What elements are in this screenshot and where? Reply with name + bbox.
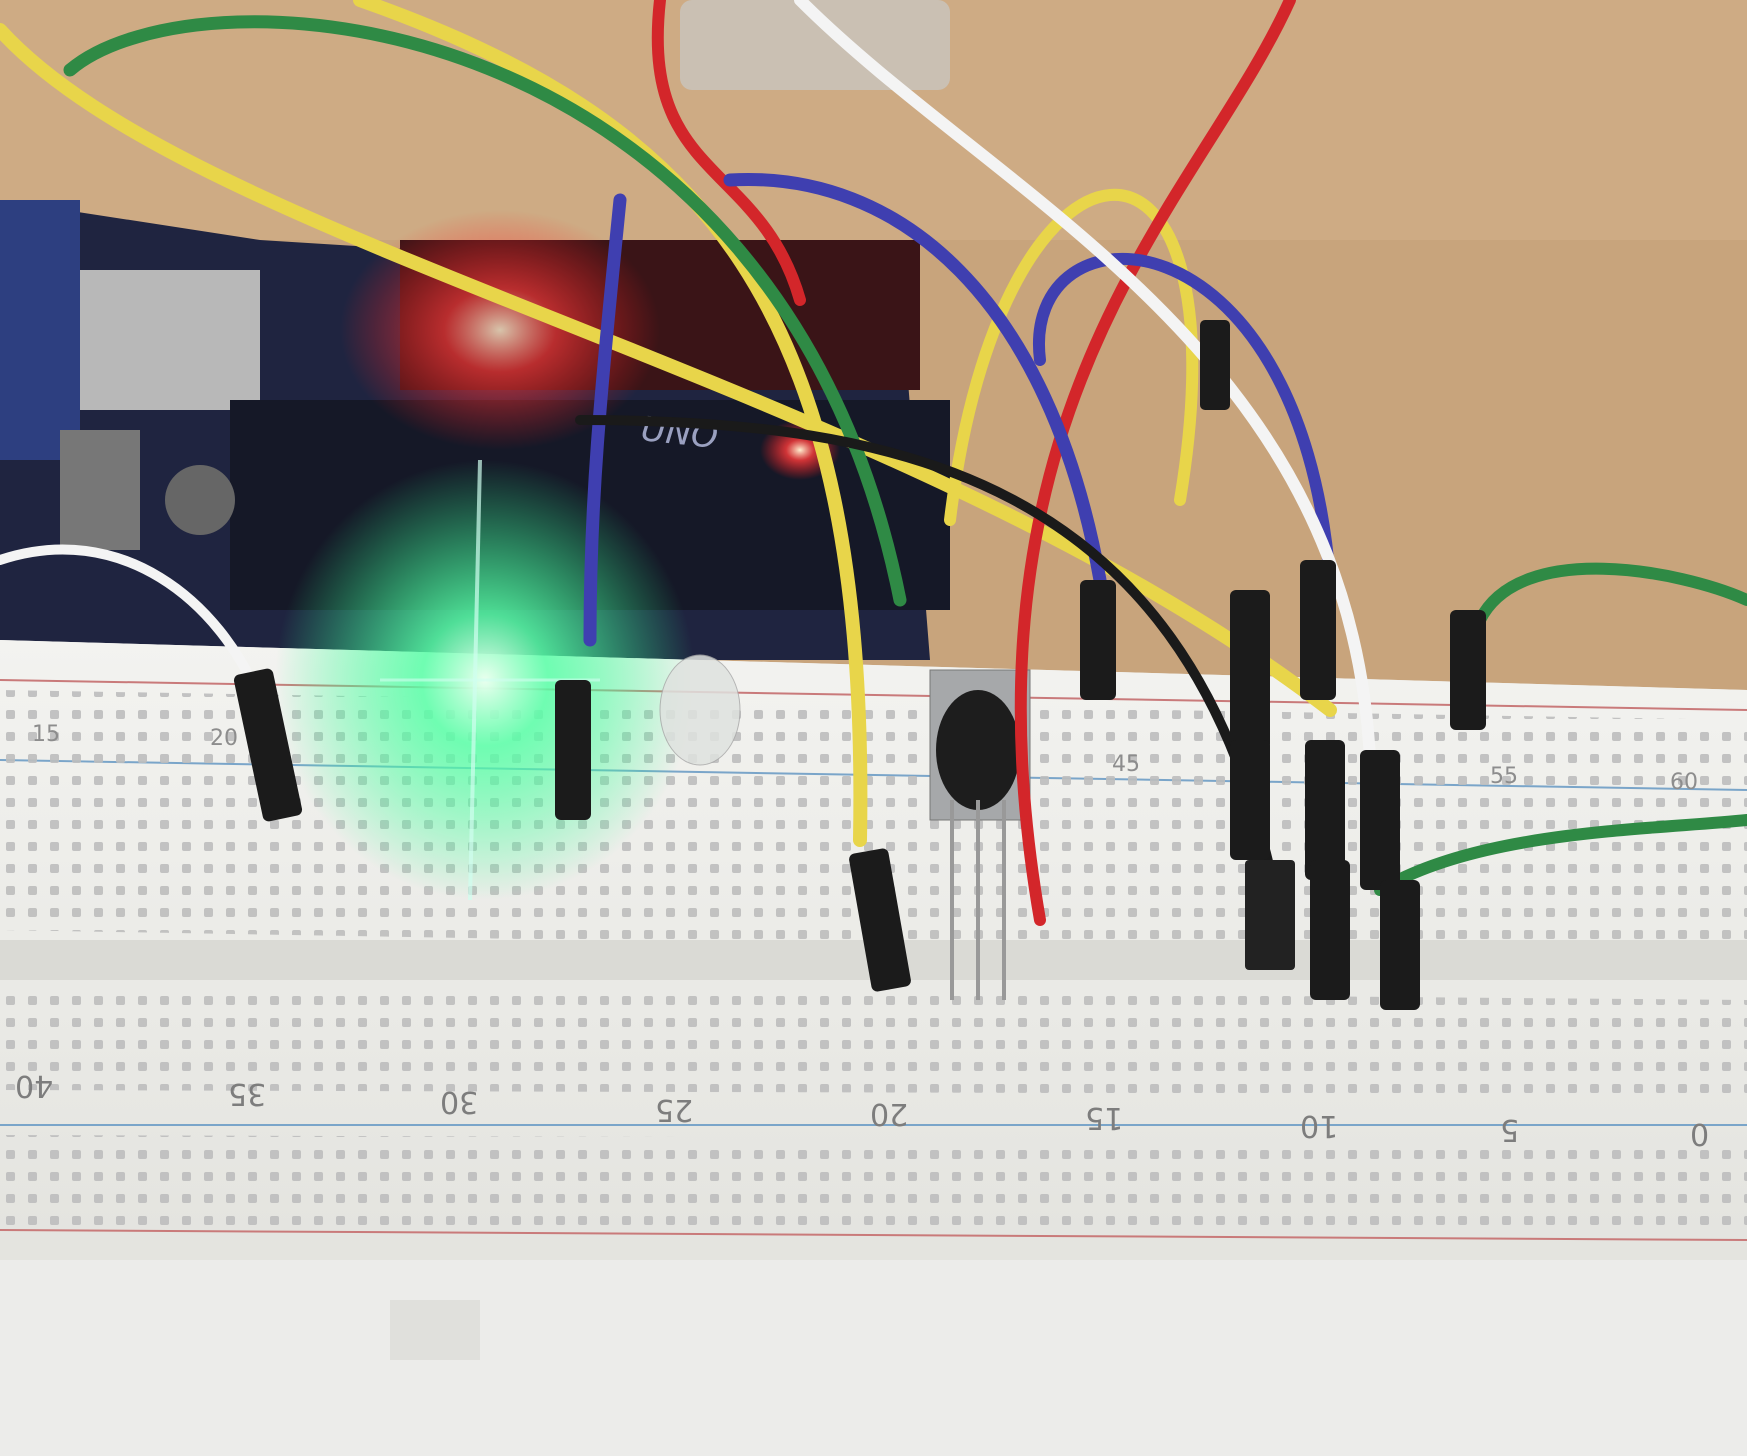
blue-wire [583,193,627,647]
green-wire [1474,562,1747,626]
row-number-35: 35 [228,1076,267,1111]
blue-wire [1032,252,1336,586]
rail-number-55: 55 [1490,764,1518,789]
red-wire [651,0,806,306]
rail-number-15: 15 [32,722,60,747]
blue-wire [723,172,1107,587]
row-number-5: 5 [1500,1112,1520,1147]
green-wire [63,15,907,607]
green-wire [1374,814,1747,896]
white-wire [0,544,265,705]
row-number-40: 40 [15,1068,54,1103]
jumper-wires [0,0,1747,926]
row-number-15: 15 [1085,1100,1124,1135]
row-number-0: 0 [1690,1116,1710,1151]
row-number-25: 25 [655,1092,694,1127]
dupont-connectors [233,320,1486,1010]
row-number-30: 30 [440,1084,479,1119]
rail-number-60: 60 [1670,770,1698,795]
clear-led [659,654,741,766]
black-wire [575,415,1275,875]
row-number-20: 20 [870,1096,909,1131]
row-number-10: 10 [1300,1108,1339,1143]
rail-number-45: 45 [1112,752,1140,777]
white-wire [794,0,1376,766]
ir-receiver [929,669,1031,1000]
red-wire [1014,0,1296,926]
rail-number-20: 20 [210,726,238,751]
